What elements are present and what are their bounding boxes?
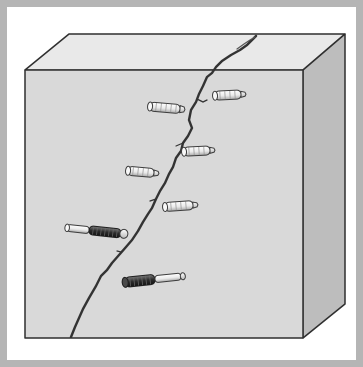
dark-threaded-anchor-icon: [121, 272, 186, 288]
ribbed-sleeve-anchor-icon: [212, 89, 247, 101]
crack: [69, 34, 258, 339]
ribbed-sleeve-anchor-icon: [147, 101, 186, 114]
ribbed-sleeve-anchor-icon: [162, 200, 199, 213]
ribbed-sleeve-anchor-icon: [181, 145, 216, 157]
block-side-face: [302, 33, 346, 339]
block-top-face: [24, 33, 346, 71]
dark-threaded-anchor-icon: [64, 223, 129, 239]
ribbed-sleeve-anchor-icon: [125, 165, 160, 178]
